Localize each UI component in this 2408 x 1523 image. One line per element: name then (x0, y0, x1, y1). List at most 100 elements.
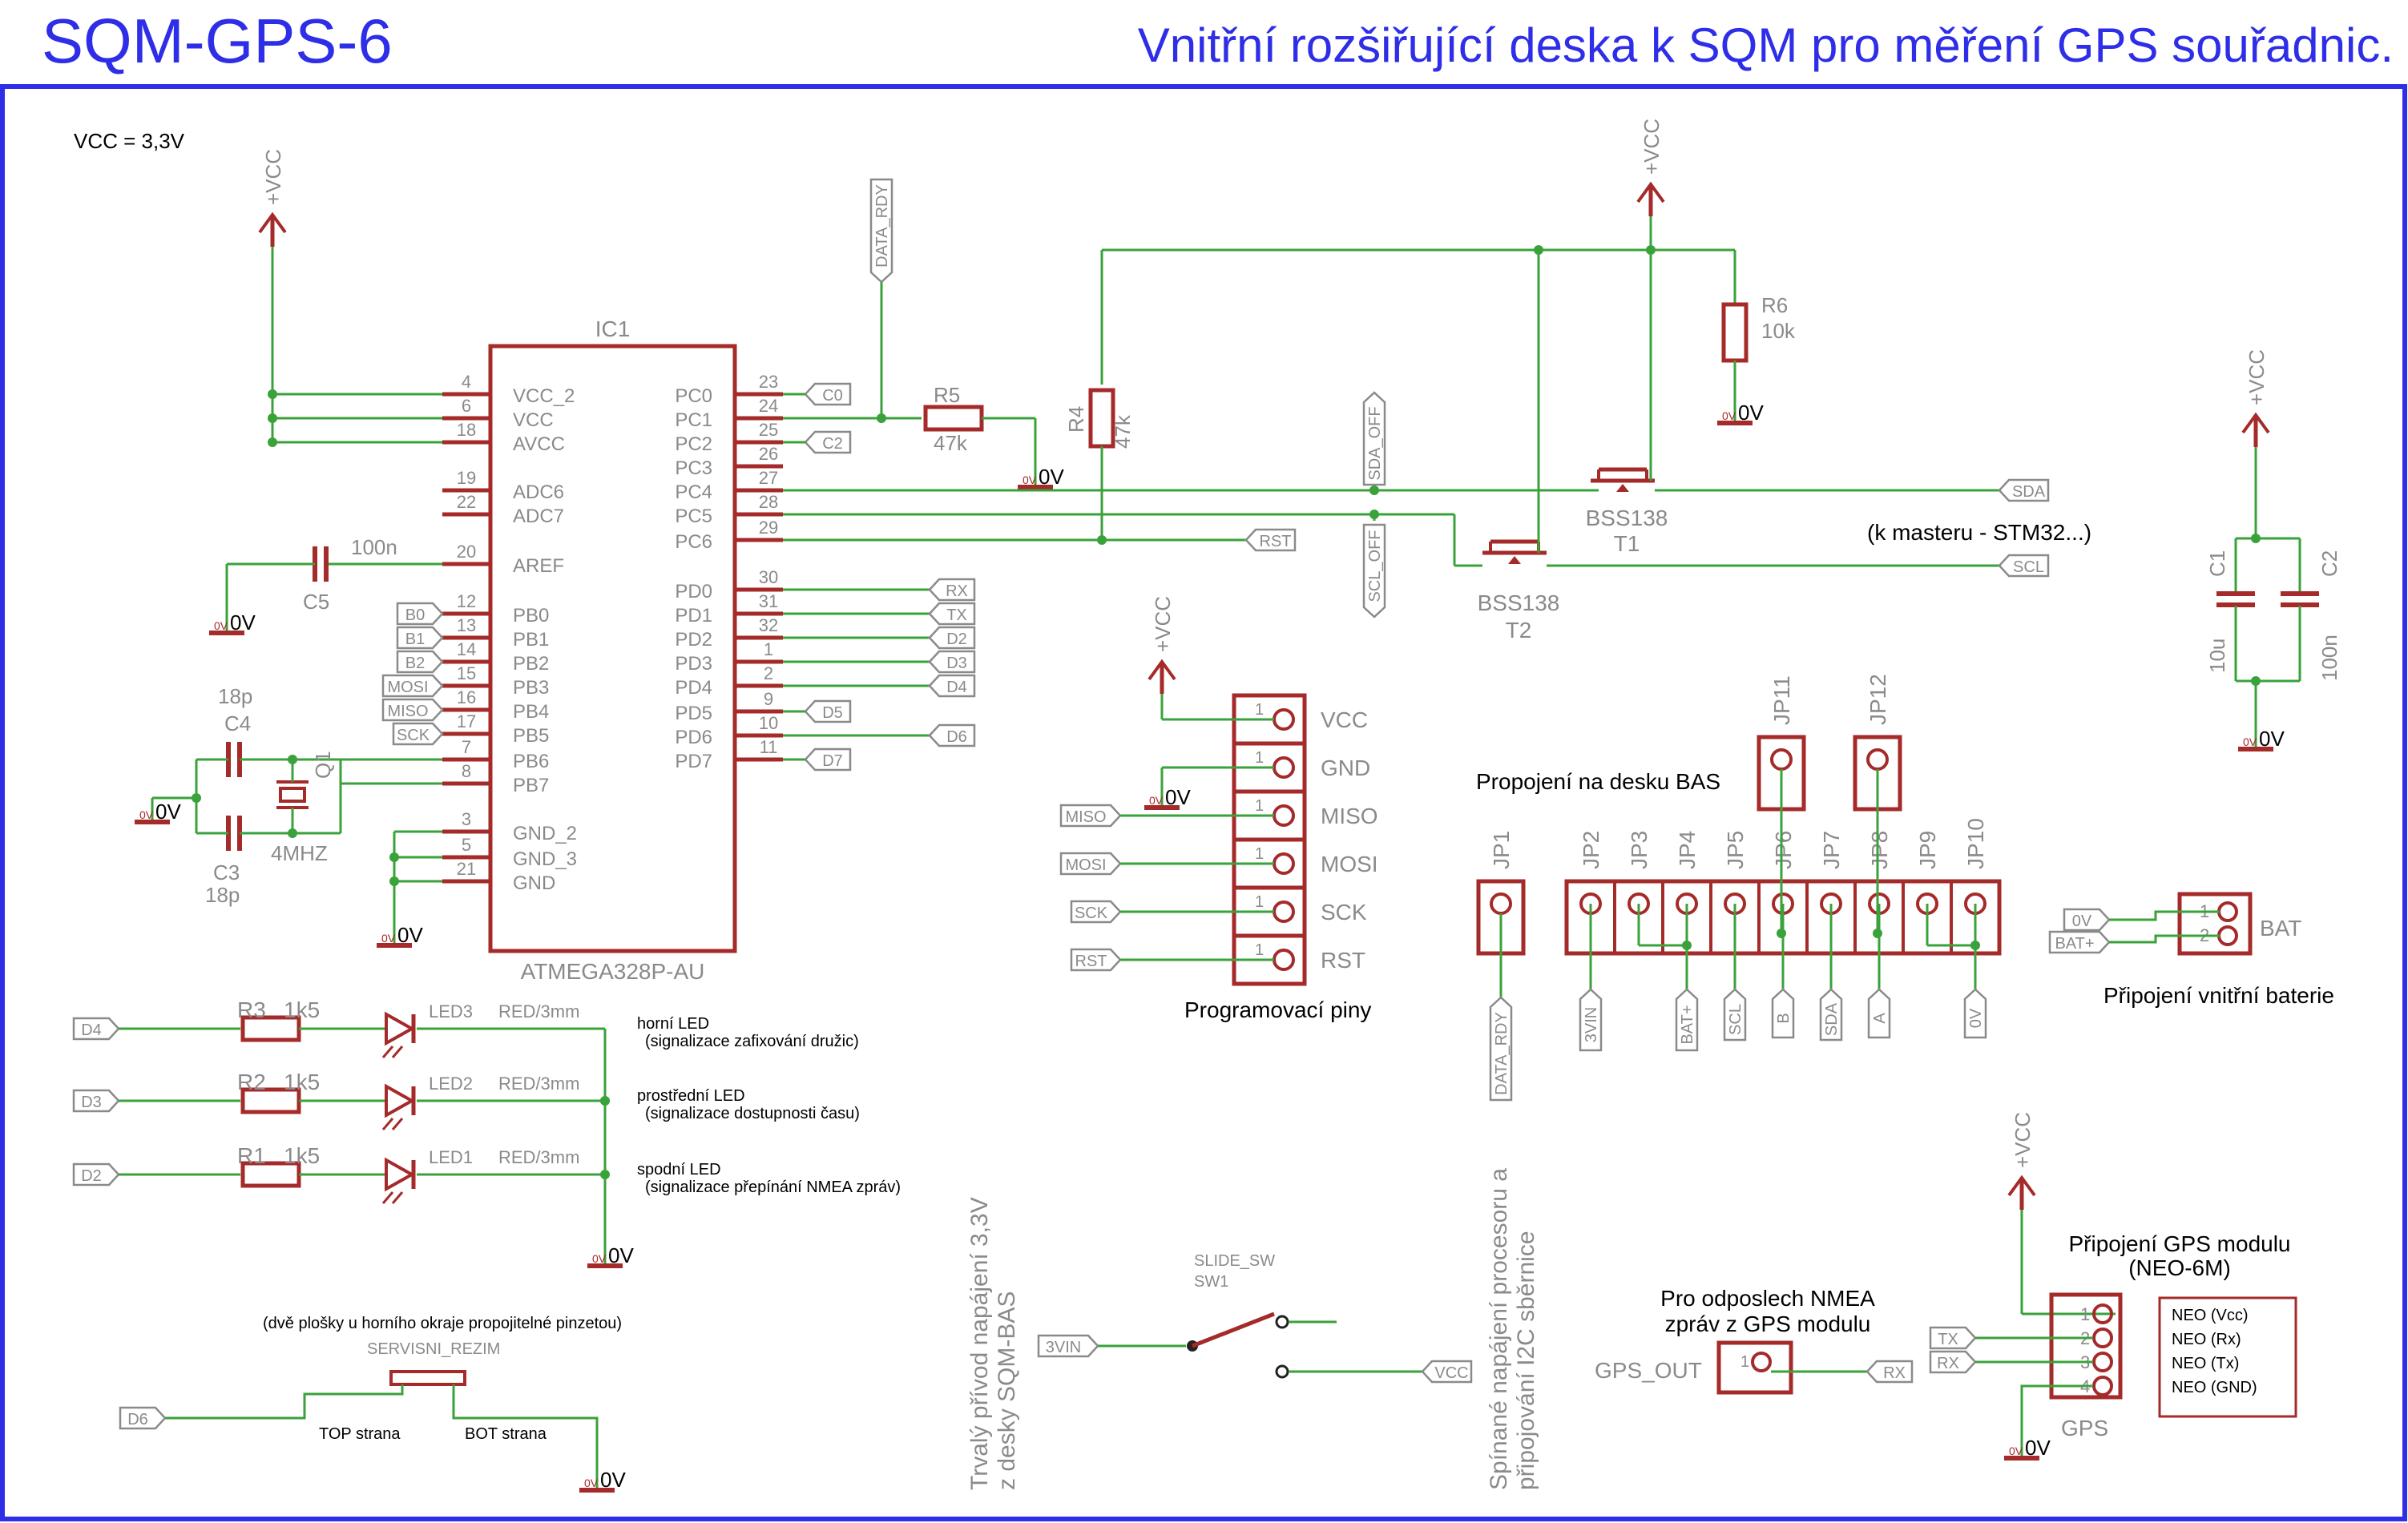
led-diode (385, 1083, 416, 1118)
net-flag-tx-text: TX (946, 606, 967, 624)
wire (452, 1384, 599, 1466)
prog-pin-label: RST (1321, 948, 1365, 973)
net-flag-switch-in-text: 3VIN (1046, 1339, 1081, 1356)
ic1-pin-num: 7 (462, 737, 471, 757)
ic1-pin-num: 31 (759, 591, 778, 611)
wire (2109, 934, 2220, 944)
gnd-tag: 0V (2009, 1444, 2023, 1457)
net-flag-miso-prog (1059, 804, 1122, 828)
net-flag-d6-service (119, 1406, 167, 1430)
led-arrow (391, 1118, 404, 1130)
led-resistor-name: R1 (237, 1143, 266, 1168)
net-flag-bas-b-text: B (1775, 1013, 1793, 1023)
ic1-pin-num: 8 (462, 761, 471, 781)
net-flag-d4 (928, 674, 976, 698)
net-flag-mosi-prog-text: MOSI (1065, 856, 1106, 874)
ic1-pin-num: 32 (759, 615, 778, 635)
ic1-pin-name: PC0 (675, 385, 712, 407)
q1-name: Q1 (311, 751, 335, 779)
led-title: prostřední LED (637, 1087, 745, 1105)
net-flag-d5-text: D5 (822, 704, 843, 722)
ic1-pin-name: PB5 (513, 725, 549, 747)
jp12-label: JP12 (1865, 674, 1890, 725)
led-type: RED/3mm (498, 1147, 579, 1167)
jp12-pad (1866, 748, 1889, 771)
ic1-pin-num: 20 (457, 542, 476, 562)
vcc-label: +VCC (261, 149, 285, 205)
supply-note-1: Trvalý přívod napájení 3,3V (966, 1197, 993, 1490)
net-flag-battery-0v-text: 0V (2072, 913, 2092, 930)
prog-pin-label: MISO (1321, 804, 1378, 828)
net-flag-b0-text: B0 (405, 606, 425, 624)
prog-pin-pad (1273, 756, 1295, 779)
net-flag-tx (928, 602, 976, 626)
gps-out-pin-num: 1 (1740, 1353, 1749, 1371)
r5-resistor (923, 405, 984, 432)
ic1-pin-name: PC1 (675, 409, 712, 431)
gps-title-1: Připojení GPS modulu (2068, 1231, 2290, 1256)
r5-name: R5 (934, 383, 960, 407)
ic1-pin-num: 3 (462, 809, 471, 829)
gps-header-pad (2092, 1328, 2113, 1348)
ic1-pin-name: PB7 (513, 775, 549, 796)
vcc-note: VCC = 3,3V (74, 129, 185, 153)
ic1-pin-num: 16 (457, 687, 476, 707)
t1-mosfet (1616, 484, 1629, 492)
service-name: SERVISNI_REZIM (367, 1340, 500, 1358)
ic1-pin-name: VCC_2 (513, 385, 575, 407)
net-flag-b0 (396, 602, 444, 626)
gnd-label: 0V (1165, 785, 1191, 809)
gps-header-pad (2092, 1376, 2113, 1396)
net-flag-data-rdy-bas (1489, 996, 1513, 1102)
junction-dot (192, 793, 201, 803)
ic1-pin-num: 6 (462, 396, 471, 416)
ic1-pin-name: PD0 (675, 581, 712, 602)
net-flag-bas-scl-text: SCL (1727, 1004, 1744, 1035)
nmea-title-1: Pro odposlech NMEA (1660, 1286, 1875, 1311)
prog-pin-num: 1 (1255, 701, 1264, 719)
ic1-part: ATMEGA328P-AU (521, 959, 705, 984)
led-resistor-value: 1k5 (284, 1070, 320, 1094)
gnd-label: 0V (1738, 401, 1764, 425)
junction-dot (288, 755, 297, 764)
net-flag-led-2-text: D2 (81, 1167, 102, 1185)
r6-resistor (1721, 302, 1749, 363)
net-flag-b1 (396, 626, 444, 650)
bas-header-label: JP4 (1675, 831, 1700, 869)
ic1-pin-num: 14 (457, 639, 476, 659)
net-flag-led-2 (72, 1162, 120, 1187)
net-flag-switch-out (1421, 1360, 1473, 1384)
ic1-pin-num: 30 (759, 567, 778, 587)
jp11-pad (1770, 748, 1793, 771)
ic1-pin-num: 15 (457, 663, 476, 683)
ic1-pin-name: AREF (513, 555, 564, 577)
vcc-label: +VCC (2245, 349, 2269, 405)
net-flag-data-rdy-bas-text: DATA_RDY (1493, 1012, 1511, 1095)
ic1-pin-num: 26 (759, 444, 778, 464)
led-desc: (signalizace dostupnosti času) (645, 1105, 860, 1122)
ic1-pin-name: PB3 (513, 677, 549, 699)
q1-crystal (279, 787, 306, 803)
gnd-tag: 0V (592, 1252, 607, 1265)
r4-resistor (1088, 388, 1115, 449)
ic1-pin-name: GND_3 (513, 848, 577, 870)
net-flag-gps-rx (1929, 1350, 1977, 1374)
net-flag-d3 (928, 650, 976, 674)
led-resistor-name: R2 (237, 1070, 266, 1094)
nmea-title-2: zpráv z GPS modulu (1665, 1311, 1871, 1336)
ic1-pin-num: 23 (759, 372, 778, 392)
ic1-pin-name: GND_2 (513, 823, 577, 844)
bas-header-label: JP8 (1867, 831, 1892, 869)
net-flag-scl-off (1362, 523, 1386, 618)
net-flag-rst-prog (1070, 948, 1122, 972)
ic1-pin-num: 5 (462, 835, 471, 855)
ic1-pin-num: 29 (759, 518, 778, 538)
net-flag-switch-in (1037, 1334, 1099, 1358)
ic1-pin-name: VCC (513, 409, 554, 431)
led-title: horní LED (637, 1015, 709, 1033)
ic1-pin-num: 27 (759, 468, 778, 488)
ic1-pin-num: 18 (457, 420, 476, 440)
net-flag-b1-text: B1 (405, 631, 425, 648)
led-arrow (391, 1046, 404, 1058)
ic1-pin-name: PC4 (675, 481, 712, 503)
